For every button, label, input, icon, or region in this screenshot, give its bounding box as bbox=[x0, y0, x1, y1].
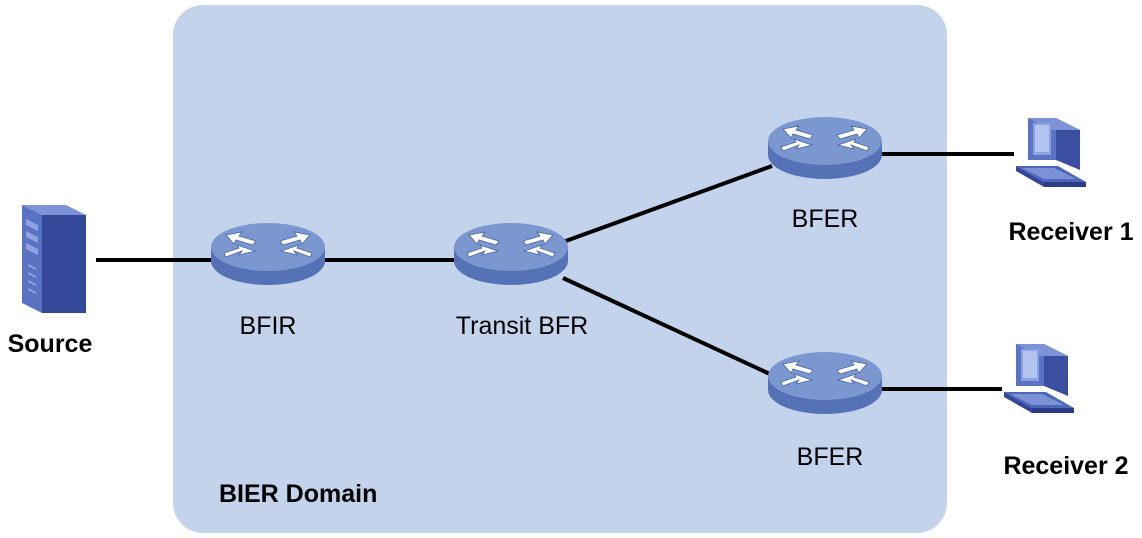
bfir-node[interactable] bbox=[210, 222, 326, 286]
receiver2-label: Receiver 2 bbox=[1003, 452, 1128, 480]
router-icon bbox=[453, 222, 569, 286]
receiver2-node[interactable] bbox=[1004, 344, 1074, 413]
transit-label: Transit BFR bbox=[456, 312, 588, 340]
bfir-label: BFIR bbox=[240, 312, 297, 340]
source-node[interactable] bbox=[21, 204, 87, 314]
link-transit-bfer2 bbox=[562, 276, 773, 377]
bfer2-node[interactable] bbox=[767, 351, 883, 415]
router-icon bbox=[767, 116, 883, 180]
domain-label: BIER Domain bbox=[219, 480, 377, 508]
pc-icon bbox=[1016, 118, 1086, 187]
bfer1-node[interactable] bbox=[767, 116, 883, 180]
bfer2-label: BFER bbox=[797, 443, 864, 471]
router-icon bbox=[767, 351, 883, 415]
links-layer bbox=[96, 152, 1014, 391]
receiver1-label: Receiver 1 bbox=[1008, 218, 1133, 246]
bfer1-label: BFER bbox=[792, 205, 859, 233]
server-icon bbox=[21, 204, 87, 314]
source-label: Source bbox=[8, 330, 93, 358]
link-transit-bfer1 bbox=[562, 164, 773, 244]
receiver1-node[interactable] bbox=[1016, 118, 1086, 187]
router-icon bbox=[210, 222, 326, 286]
transit-node[interactable] bbox=[453, 222, 569, 286]
pc-icon bbox=[1004, 344, 1074, 413]
